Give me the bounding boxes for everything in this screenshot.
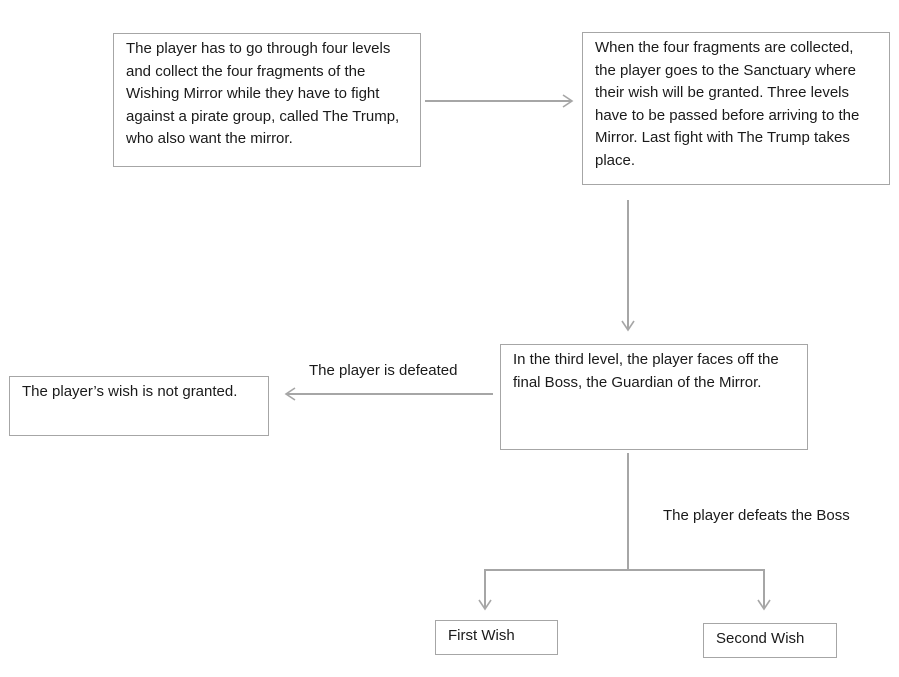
node-start-text: The player has to go through four levels… bbox=[126, 40, 400, 147]
node-boss: In the third level, the player faces off… bbox=[500, 344, 808, 450]
node-first-wish: First Wish bbox=[435, 620, 558, 655]
edge-label-defeats-boss: The player defeats the Boss bbox=[663, 507, 850, 524]
node-start: The player has to go through four levels… bbox=[113, 33, 421, 167]
node-sanctuary-text: When the four fragments are collected, t… bbox=[595, 39, 860, 169]
node-boss-text: In the third level, the player faces off… bbox=[513, 351, 779, 391]
node-sanctuary: When the four fragments are collected, t… bbox=[582, 32, 890, 185]
node-first-wish-text: First Wish bbox=[448, 627, 515, 644]
edge-label-defeated: The player is defeated bbox=[309, 362, 458, 379]
node-second-wish: Second Wish bbox=[703, 623, 837, 658]
node-not-granted: The player’s wish is not granted. bbox=[9, 376, 269, 436]
node-second-wish-text: Second Wish bbox=[716, 630, 805, 647]
node-not-granted-text: The player’s wish is not granted. bbox=[22, 383, 238, 400]
